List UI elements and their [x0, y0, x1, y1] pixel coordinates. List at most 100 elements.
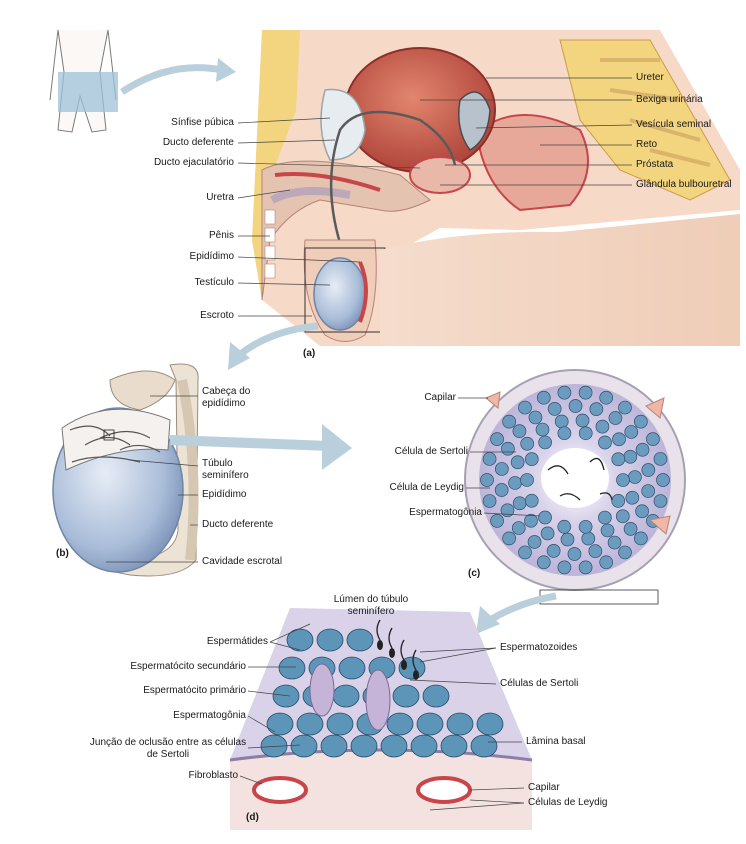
spermatogenic-cell [381, 735, 407, 757]
germ-cell [579, 386, 592, 399]
label-capillary-d: Capilar [528, 782, 560, 794]
germ-cell [582, 532, 595, 545]
spermatogenic-cell [321, 735, 347, 757]
germ-cell [495, 462, 508, 475]
germ-cell [537, 391, 550, 404]
germ-cell [525, 494, 538, 507]
germ-cell [561, 533, 574, 546]
germ-cell [625, 425, 638, 438]
spermatogenic-cell [423, 685, 449, 707]
label-vas-deferens: Ducto deferente [163, 137, 234, 149]
germ-cell [503, 532, 516, 545]
label-urethra: Uretra [206, 192, 234, 204]
label-testis: Testículo [195, 277, 234, 289]
germ-cell [513, 497, 526, 510]
germ-cell [600, 391, 613, 404]
germ-cell [657, 474, 670, 487]
panel-a-label: (a) [303, 348, 315, 359]
panel-d-label: (d) [246, 812, 259, 823]
germ-cell [579, 561, 592, 574]
germ-cell [628, 471, 641, 484]
germ-cell [536, 423, 549, 436]
spermatogenic-cell [471, 735, 497, 757]
germ-cell [511, 456, 524, 469]
germ-cell [634, 415, 647, 428]
germ-cell [642, 463, 655, 476]
germ-cell [537, 556, 550, 569]
germ-cell [521, 437, 534, 450]
label-penis: Pênis [209, 230, 234, 242]
germ-cell [483, 452, 496, 465]
germ-cell [558, 561, 571, 574]
label-seminiferous-tubule: Túbulo seminífero [202, 458, 272, 482]
germ-cell [529, 411, 542, 424]
label-spermatogonium-d: Espermatogônia [173, 710, 246, 722]
spermatogenic-cell [347, 629, 373, 651]
label-ureter: Ureter [636, 72, 664, 84]
spermatogenic-cell [273, 685, 299, 707]
germ-cell [613, 433, 626, 446]
label-tubule-lumen: Lúmen do túbulo seminífero [316, 594, 426, 618]
spermatogenic-cell [291, 735, 317, 757]
germ-cell [636, 443, 649, 456]
body-silhouette-icon [50, 30, 118, 132]
germ-cell [590, 403, 603, 416]
spermatogenic-cell [351, 735, 377, 757]
germ-cell [600, 556, 613, 569]
germ-cell [642, 485, 655, 498]
label-vas-deferens-b: Ducto deferente [202, 519, 273, 531]
germ-cell [513, 425, 526, 438]
germ-cell [568, 547, 581, 560]
germ-cell [634, 532, 647, 545]
germ-cell [509, 476, 522, 489]
germ-cell [616, 474, 629, 487]
panel-b-label: (b) [56, 548, 69, 559]
label-sertoli-cells: Células de Sertoli [500, 678, 578, 690]
germ-cell [598, 511, 611, 524]
label-rectum: Reto [636, 139, 657, 151]
germ-cell [555, 415, 568, 428]
label-leydig-cell: Célula de Leydig [390, 482, 465, 494]
label-scrotal-cavity: Cavidade escrotal [202, 556, 282, 568]
label-spermatozoa: Espermatozoides [500, 642, 577, 654]
germ-cell [491, 433, 504, 446]
spermatogenic-cell [279, 657, 305, 679]
spermatogenic-cell [339, 657, 365, 679]
germ-cell [524, 514, 537, 527]
germ-cell [598, 436, 611, 449]
label-epididymis-head: Cabeça do epidídimo [202, 386, 282, 410]
label-spermatogonium-c: Espermatogônia [409, 507, 482, 519]
spermatogenic-cell [411, 735, 437, 757]
label-tight-junction: Junção de oclusão entre as células de Se… [88, 737, 248, 761]
germ-cell [626, 491, 639, 504]
spermatogenic-cell [317, 629, 343, 651]
germ-cell [491, 514, 504, 527]
germ-cell [539, 436, 552, 449]
germ-cell [579, 520, 592, 533]
germ-cell [528, 535, 541, 548]
spermatogenic-cell [267, 713, 293, 735]
germ-cell [618, 401, 631, 414]
germ-cell [512, 522, 525, 535]
label-bulbourethral-gland: Glândula bulbouretral [636, 179, 732, 191]
label-sertoli-cell: Célula de Sertoli [395, 446, 468, 458]
germ-cell [483, 495, 496, 508]
label-basal-lamina: Lâmina basal [526, 736, 585, 748]
germ-cell [521, 473, 534, 486]
arrowhead-icon [322, 424, 352, 470]
germ-cell [501, 442, 514, 455]
label-epididymis: Epidídimo [190, 251, 234, 263]
germ-cell [624, 450, 637, 463]
germ-cell [558, 427, 571, 440]
germ-cell [481, 474, 494, 487]
germ-cell [616, 510, 629, 523]
label-leydig-cells: Células de Leydig [528, 797, 608, 809]
label-scrotum: Escroto [200, 310, 234, 322]
label-ejaculatory-duct: Ducto ejaculatório [154, 157, 234, 169]
germ-cell [569, 400, 582, 413]
germ-cell [525, 453, 538, 466]
germ-cell [596, 420, 609, 433]
germ-cell [609, 412, 622, 425]
label-fibroblast: Fibroblasto [189, 770, 238, 782]
